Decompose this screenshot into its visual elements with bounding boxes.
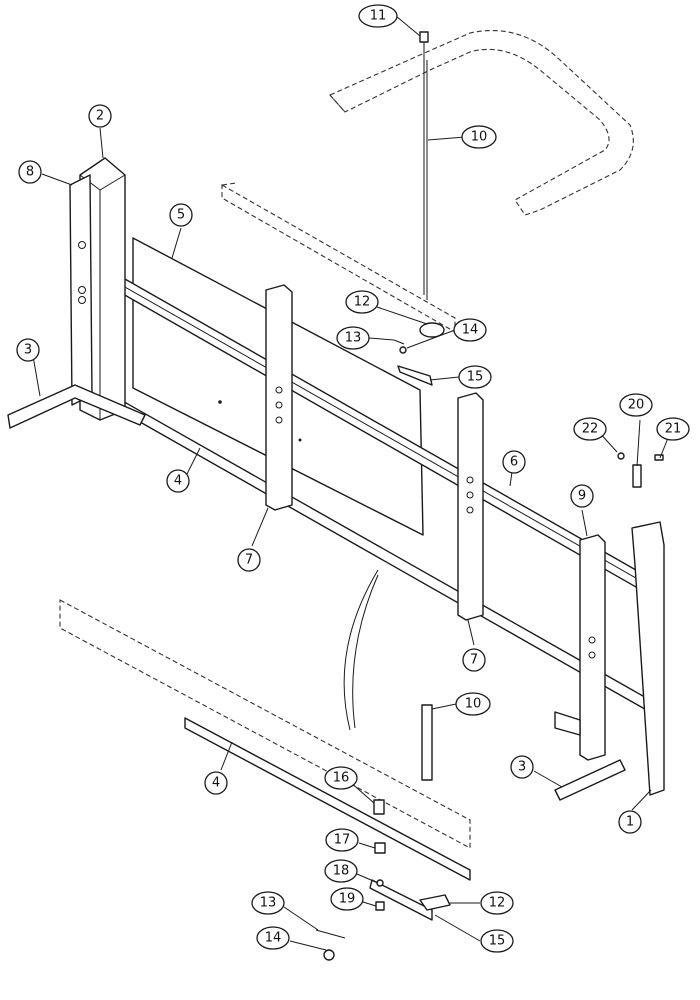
svg-text:10: 10: [471, 130, 488, 145]
svg-text:10: 10: [465, 697, 482, 712]
svg-text:15: 15: [489, 934, 506, 949]
left-bracket: [69, 174, 93, 406]
svg-text:14: 14: [265, 931, 282, 946]
svg-text:5: 5: [177, 208, 185, 223]
nut-22: [617, 452, 625, 460]
callout-4-top: 4: [166, 469, 190, 493]
lever-15-top: [397, 365, 433, 386]
lever-15-bottom: [369, 879, 433, 921]
callout-11: 11: [358, 4, 398, 28]
svg-text:19: 19: [339, 892, 356, 907]
svg-text:1: 1: [626, 815, 634, 830]
svg-text:20: 20: [628, 398, 645, 413]
callout-13-bottom: 13: [251, 891, 285, 915]
svg-text:2: 2: [96, 109, 104, 124]
callout-3-left: 3: [16, 338, 40, 362]
right-post: [579, 534, 606, 761]
bushing-17: [374, 842, 386, 854]
callout-7-left: 7: [237, 548, 261, 572]
svg-text:11: 11: [370, 9, 387, 24]
right-foot: [554, 711, 626, 801]
callout-2: 2: [88, 104, 112, 128]
svg-text:21: 21: [665, 422, 682, 437]
bolt-21: [654, 454, 664, 461]
svg-text:8: 8: [26, 165, 34, 180]
callout-4-bottom: 4: [204, 771, 228, 795]
callout-5: 5: [169, 203, 193, 227]
svg-text:13: 13: [345, 331, 362, 346]
svg-text:4: 4: [212, 776, 220, 791]
callout-18: 18: [324, 859, 358, 883]
cup-12-top: [419, 322, 445, 338]
callout-9: 9: [570, 484, 594, 508]
callout-15-bottom: 15: [480, 929, 514, 953]
cup-12-bottom: [419, 894, 451, 911]
callout-17: 17: [325, 828, 359, 852]
svg-text:18: 18: [333, 864, 350, 879]
end-panel: [631, 521, 665, 796]
callout-1: 1: [618, 810, 642, 834]
callout-10-top: 10: [461, 125, 497, 149]
plate-20: [632, 464, 642, 488]
svg-text:13: 13: [260, 896, 277, 911]
svg-text:14: 14: [462, 323, 479, 338]
callout-15-top: 15: [458, 365, 492, 389]
nut-19: [375, 901, 385, 911]
left-foot: [7, 384, 146, 429]
callout-22: 22: [573, 417, 607, 441]
pin-13-top: [393, 339, 405, 345]
middle-upright-left: [265, 284, 293, 511]
svg-text:15: 15: [467, 370, 484, 385]
svg-text:7: 7: [245, 553, 253, 568]
callout-10-bottom: 10: [455, 692, 491, 716]
svg-text:6: 6: [510, 455, 518, 470]
svg-text:17: 17: [334, 833, 351, 848]
pin-11: [419, 31, 429, 295]
callout-leaders: [32, 15, 669, 951]
callout-14-top: 14: [453, 318, 487, 342]
svg-text:12: 12: [489, 896, 506, 911]
lower-rail-dashed: [59, 599, 471, 849]
callout-14-bottom: 14: [256, 926, 290, 950]
svg-text:7: 7: [470, 653, 478, 668]
callout-20: 20: [619, 393, 653, 417]
middle-upright-right: [457, 392, 484, 621]
detail-reference-curves: [343, 569, 379, 731]
callout-19: 19: [330, 887, 364, 911]
callout-13-top: 13: [336, 326, 370, 350]
svg-text:12: 12: [354, 295, 371, 310]
rod-10-bottom: [421, 704, 433, 781]
ring-14-bottom: [323, 949, 335, 961]
ring-14-top: [399, 346, 407, 354]
callout-16: 16: [324, 766, 358, 790]
bolt-16: [373, 799, 385, 815]
callout-7-right: 7: [462, 648, 486, 672]
svg-text:9: 9: [578, 489, 586, 504]
callout-21: 21: [656, 417, 690, 441]
svg-text:22: 22: [582, 422, 599, 437]
svg-text:3: 3: [24, 343, 32, 358]
callout-6: 6: [502, 450, 526, 474]
lower-rail-4: [184, 717, 471, 881]
callout-12-bottom: 12: [480, 891, 514, 915]
callout-8: 8: [18, 160, 42, 184]
callout-3-right: 3: [510, 755, 534, 779]
pin-13-bottom: [315, 929, 346, 939]
svg-text:16: 16: [333, 771, 350, 786]
upper-frame-dashed: [329, 30, 634, 216]
svg-text:4: 4: [174, 474, 182, 489]
svg-text:3: 3: [518, 760, 526, 775]
callout-12-top: 12: [345, 290, 379, 314]
